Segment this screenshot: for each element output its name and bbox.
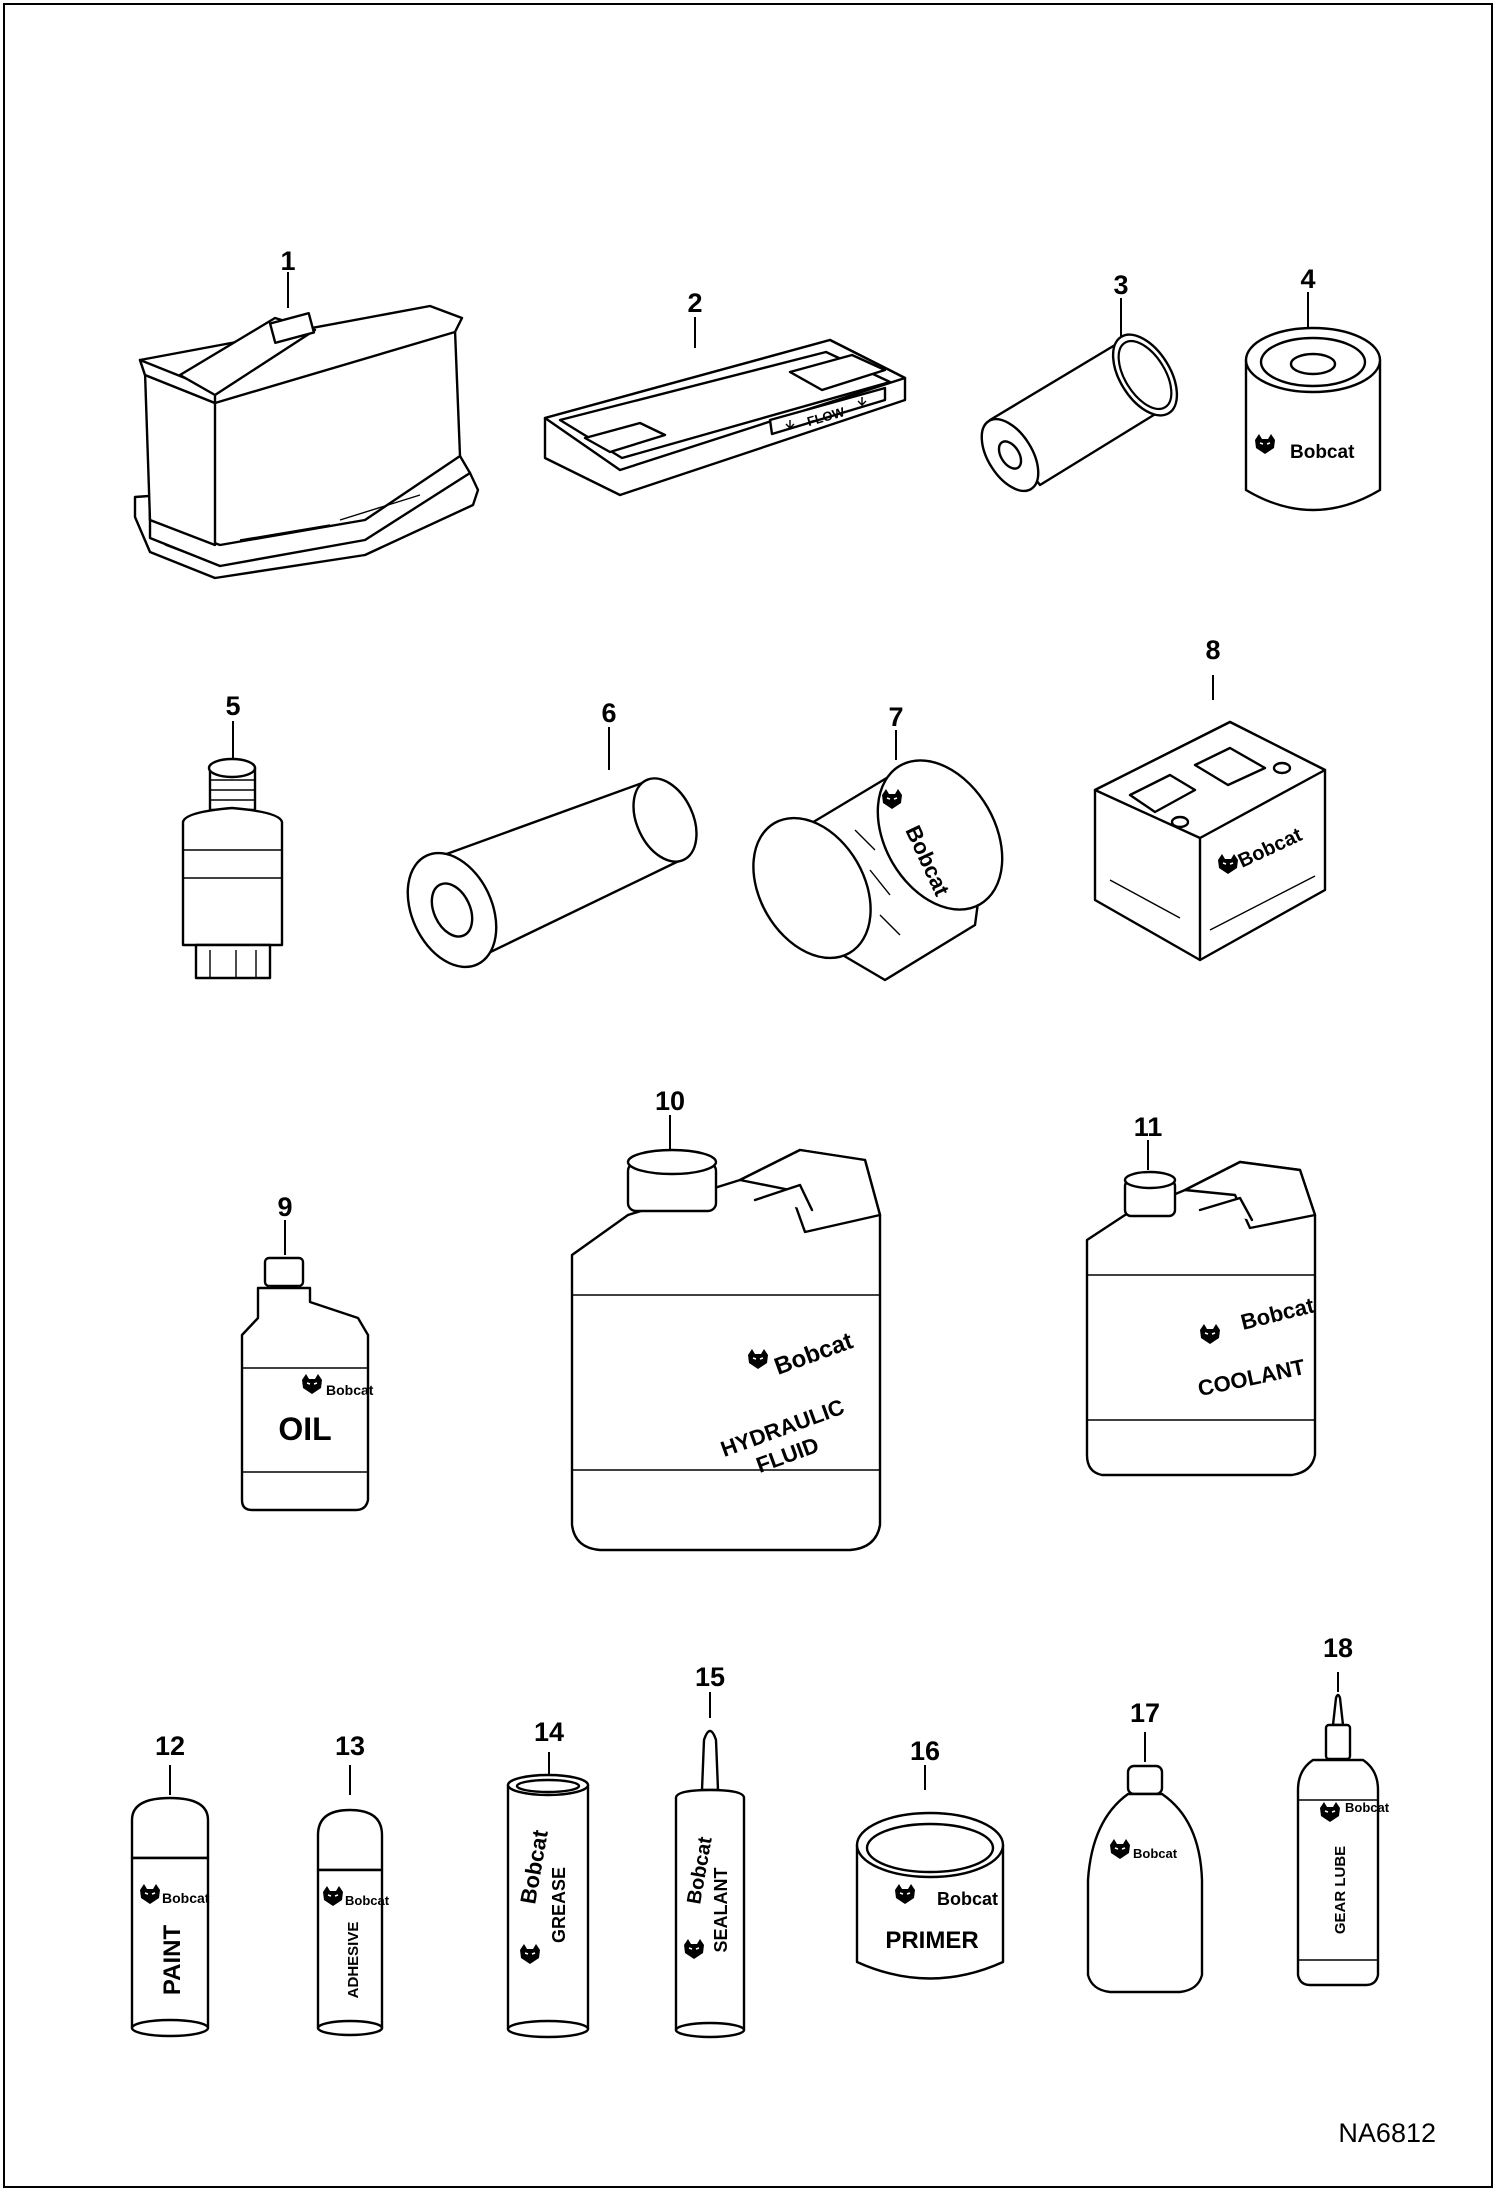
callout-2: 2 <box>687 288 702 318</box>
part-5-fuel-filter: 5 <box>181 691 284 980</box>
callout-5: 5 <box>225 691 240 721</box>
brand-label-4: Bobcat <box>1290 442 1355 463</box>
part-3-filter-element: 3 <box>980 270 1179 493</box>
callout-1: 1 <box>280 246 295 276</box>
brand-label-17: Bobcat <box>1133 1846 1178 1861</box>
part-9-oil-bottle: 9 Bobcat OIL <box>240 1192 374 1512</box>
part-12-paint-can: 12 Bobcat PAINT <box>130 1731 210 2038</box>
callout-8: 8 <box>1205 635 1220 665</box>
figure-id: NA6812 <box>1338 2118 1436 2148</box>
part-8-battery: 8 Bobcat <box>1093 635 1327 962</box>
primer-label: PRIMER <box>885 1927 978 1954</box>
callout-12: 12 <box>155 1731 185 1761</box>
part-6-cylinder-filter: 6 <box>406 698 698 969</box>
callout-4: 4 <box>1300 264 1315 294</box>
callout-10: 10 <box>655 1086 685 1116</box>
callout-17: 17 <box>1130 1698 1160 1728</box>
part-13-adhesive-can: 13 Bobcat ADHESIVE <box>316 1731 390 2037</box>
part-2-cab-filter: 2 FLOW <box>543 288 907 497</box>
part-14-grease-tube: 14 Bobcat GREASE <box>506 1717 590 2039</box>
callout-15: 15 <box>695 1662 725 1692</box>
callout-16: 16 <box>910 1736 940 1766</box>
part-18-gear-lube: 18 Bobcat GEAR LUBE <box>1296 1633 1390 1987</box>
part-4-spin-filter: 4 Bobcat <box>1244 264 1382 512</box>
callout-7: 7 <box>888 702 903 732</box>
drawing-frame <box>3 3 1493 2188</box>
part-10-hydraulic-jug: 10 Bobcat HYDRAULIC FLUID <box>570 1086 882 1552</box>
paint-label: PAINT <box>159 1925 186 1996</box>
brand-label-16: Bobcat <box>937 1889 998 1909</box>
callout-11: 11 <box>1134 1112 1163 1142</box>
part-17-small-bottle: 17 Bobcat <box>1086 1698 1204 1994</box>
brand-label-12: Bobcat <box>162 1890 210 1906</box>
callout-18: 18 <box>1323 1633 1353 1663</box>
gear-lube-label: GEAR LUBE <box>1332 1846 1349 1934</box>
part-15-sealant-tube: 15 Bobcat SEALANT <box>674 1662 746 2039</box>
oil-label: OIL <box>278 1411 331 1447</box>
callout-3: 3 <box>1113 270 1128 300</box>
part-7-oil-filter: 7 Bobcat <box>752 702 1004 982</box>
part-11-coolant-jug: 11 Bobcat COOLANT <box>1085 1112 1317 1477</box>
callout-14: 14 <box>534 1717 564 1747</box>
part-16-primer-can: 16 Bobcat PRIMER <box>855 1736 1005 1980</box>
part-1-air-filter: 1 <box>133 246 480 580</box>
callout-6: 6 <box>601 698 616 728</box>
callout-13: 13 <box>335 1731 365 1761</box>
adhesive-label: ADHESIVE <box>345 1922 362 1999</box>
brand-label-13: Bobcat <box>345 1893 390 1908</box>
brand-label-18: Bobcat <box>1345 1800 1390 1815</box>
sealant-label: SEALANT <box>711 1867 731 1952</box>
brand-label-9: Bobcat <box>326 1382 374 1398</box>
grease-label: GREASE <box>549 1867 569 1943</box>
callout-9: 9 <box>277 1192 292 1222</box>
